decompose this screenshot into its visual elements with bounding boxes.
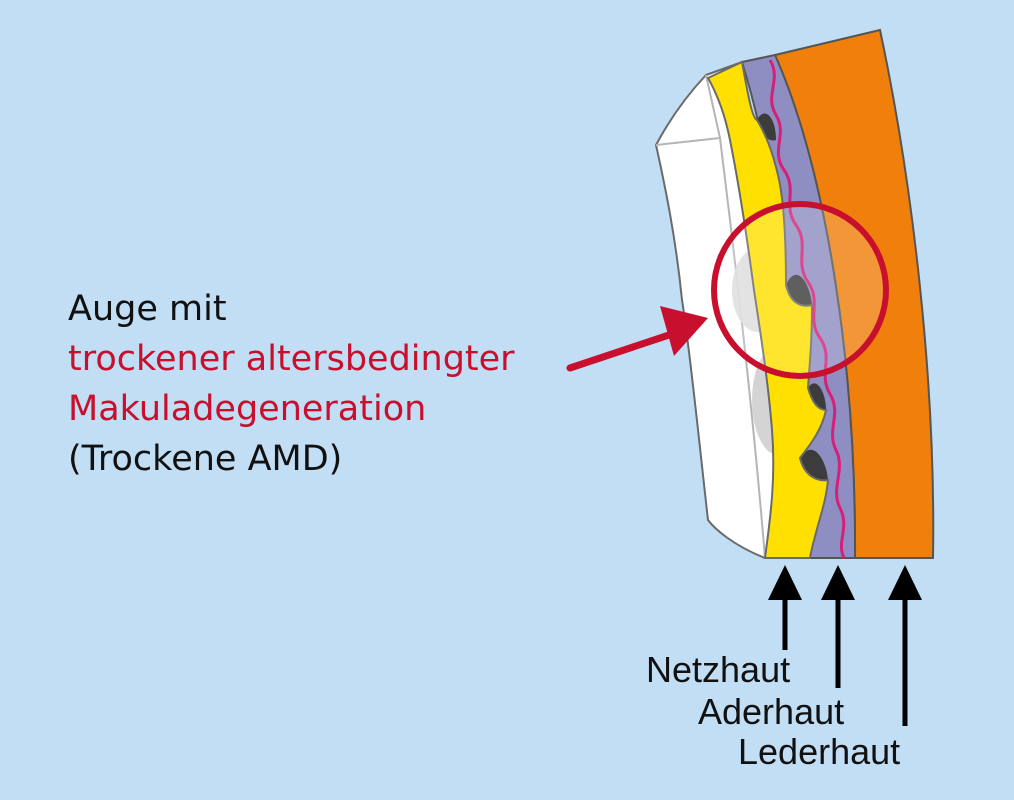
pointer-arrow-shaft xyxy=(566,330,676,372)
highlight-circle xyxy=(711,201,889,379)
diagram-caption: Auge mit trockener altersbedingter Makul… xyxy=(68,284,515,484)
caption-line-4: (Trockene AMD) xyxy=(68,439,343,479)
retina-layer xyxy=(706,60,830,559)
caption-line-2: trockener altersbedingter xyxy=(68,339,515,379)
lederhaut-arrow-head xyxy=(888,565,922,600)
netzhaut-arrow-head xyxy=(768,565,802,600)
caption-line-3: Makuladegeneration xyxy=(68,389,427,429)
aderhaut-arrow-head xyxy=(821,565,855,600)
choroid-blood-vessel xyxy=(768,59,846,559)
drusen-deposit-4 xyxy=(800,449,828,481)
label-lederhaut: Lederhaut xyxy=(738,731,901,772)
caption-line-1: Auge mit xyxy=(68,289,227,329)
vitreous-facet xyxy=(705,74,766,559)
pointer-arrow-head xyxy=(660,306,708,356)
drusen-deposit-3 xyxy=(808,383,826,410)
drusen-deposit-1 xyxy=(757,113,776,141)
label-netzhaut: Netzhaut xyxy=(646,649,791,690)
label-aderhaut: Aderhaut xyxy=(698,691,845,732)
vitreous-facet-top xyxy=(655,137,721,146)
